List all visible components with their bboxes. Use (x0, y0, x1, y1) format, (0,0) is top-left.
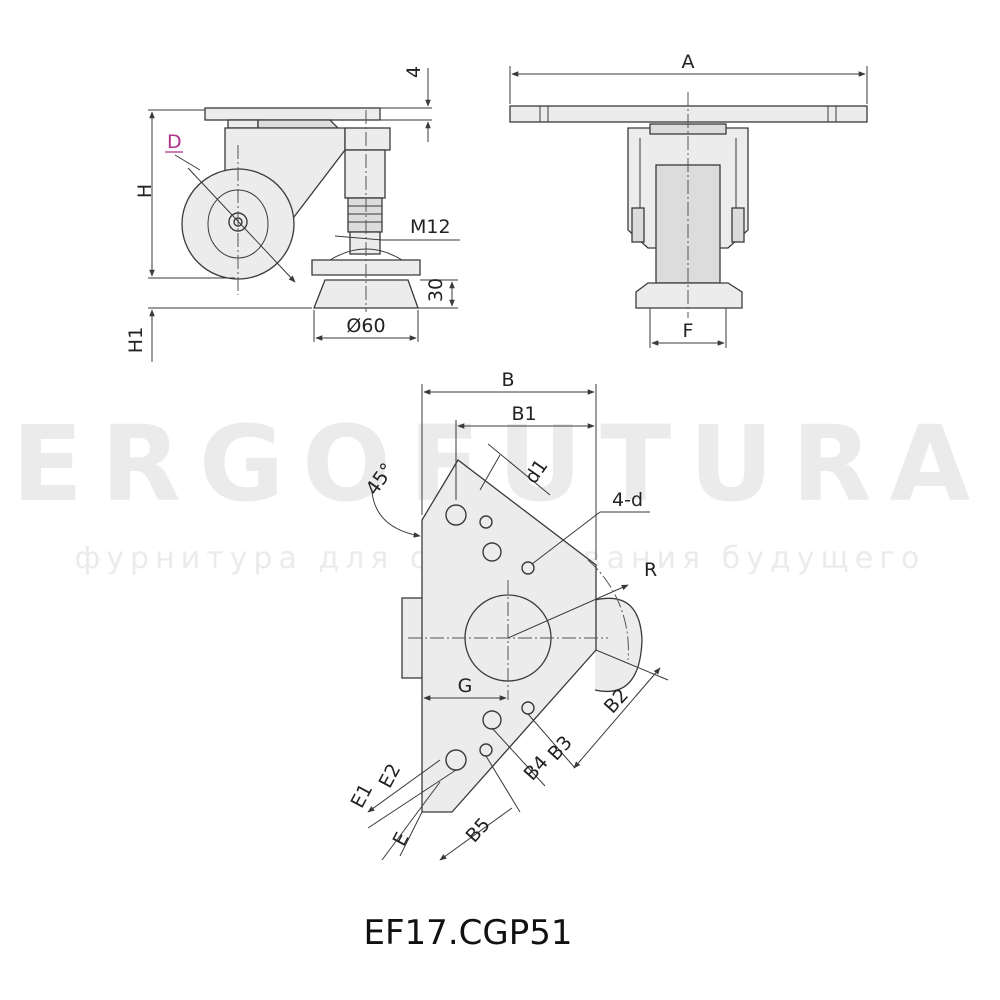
label-a: A (682, 51, 695, 73)
pad-front (635, 282, 743, 309)
label-30: 30 (425, 278, 447, 302)
swivel-head (257, 119, 340, 129)
slot-hole-1 (445, 504, 467, 526)
label-f: F (683, 320, 694, 342)
label-h1: H1 (125, 327, 147, 353)
bolt-hole-4d (521, 561, 535, 575)
slot-hole-3 (482, 710, 502, 730)
threaded-stud (347, 197, 383, 233)
side-view: H H1 D 4 M12 30 Ø60 (125, 66, 460, 362)
plate-flange-side (227, 119, 259, 129)
slot-hole-2 (482, 542, 502, 562)
label-e1: E1 (347, 780, 378, 812)
label-e2: E2 (375, 760, 406, 792)
label-4d: 4-d (612, 489, 643, 511)
label-4: 4 (403, 66, 425, 78)
label-b: B (501, 369, 514, 391)
label-r: R (644, 559, 657, 581)
label-b4: B4 (520, 752, 553, 785)
label-m12: M12 (410, 216, 451, 238)
front-view: A F (509, 51, 868, 348)
label-b1: B1 (511, 403, 536, 425)
label-h: H (134, 184, 156, 198)
axle-end-left (631, 207, 645, 243)
axle-end-right (731, 207, 745, 243)
top-plate-side (204, 107, 381, 121)
label-b5: B5 (462, 814, 495, 847)
foot-housing (344, 149, 386, 199)
label-g: G (458, 675, 473, 697)
lock-nut (349, 231, 381, 255)
label-b3: B3 (544, 732, 577, 765)
bolt-hole-1 (479, 515, 493, 529)
foot-bracket (344, 127, 391, 151)
product-code: EF17.CGP51 (364, 913, 573, 953)
label-d: D (167, 131, 182, 153)
wheel-plan (594, 597, 643, 692)
label-dia60: Ø60 (346, 315, 385, 337)
